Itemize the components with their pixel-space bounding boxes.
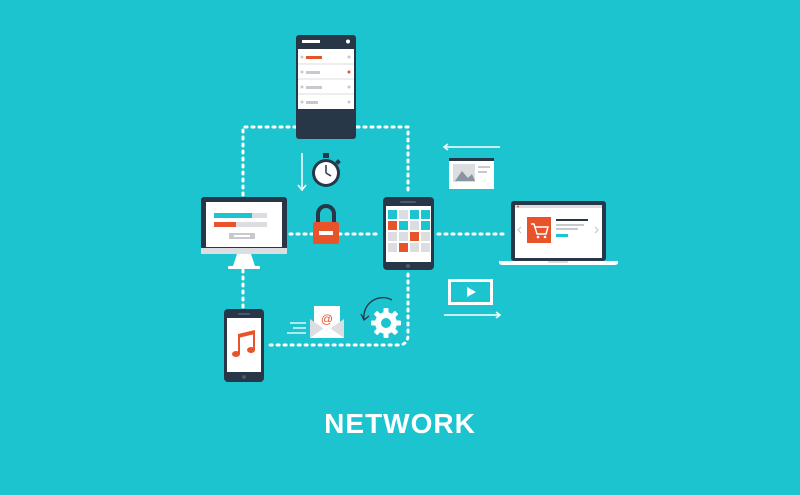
link-tablet-phone [266, 272, 410, 347]
down-arrow-icon [297, 153, 307, 192]
gear-refresh-icon [360, 297, 401, 338]
smartphone-music-icon [224, 309, 264, 382]
email-icon: @ [310, 306, 344, 338]
image-card-icon [442, 143, 500, 189]
link-server-monitor [241, 125, 298, 197]
video-play-icon [444, 279, 502, 319]
link-server-tablet [355, 125, 410, 197]
email-at-symbol: @ [321, 312, 333, 326]
lock-icon [313, 204, 339, 244]
network-title: NETWORK [324, 408, 476, 439]
laptop-cart-icon [499, 201, 618, 265]
stopwatch-icon [312, 153, 341, 187]
monitor-icon [201, 197, 287, 269]
tablet-icon [383, 197, 434, 270]
motion-lines [287, 322, 306, 334]
server-icon [296, 35, 356, 139]
